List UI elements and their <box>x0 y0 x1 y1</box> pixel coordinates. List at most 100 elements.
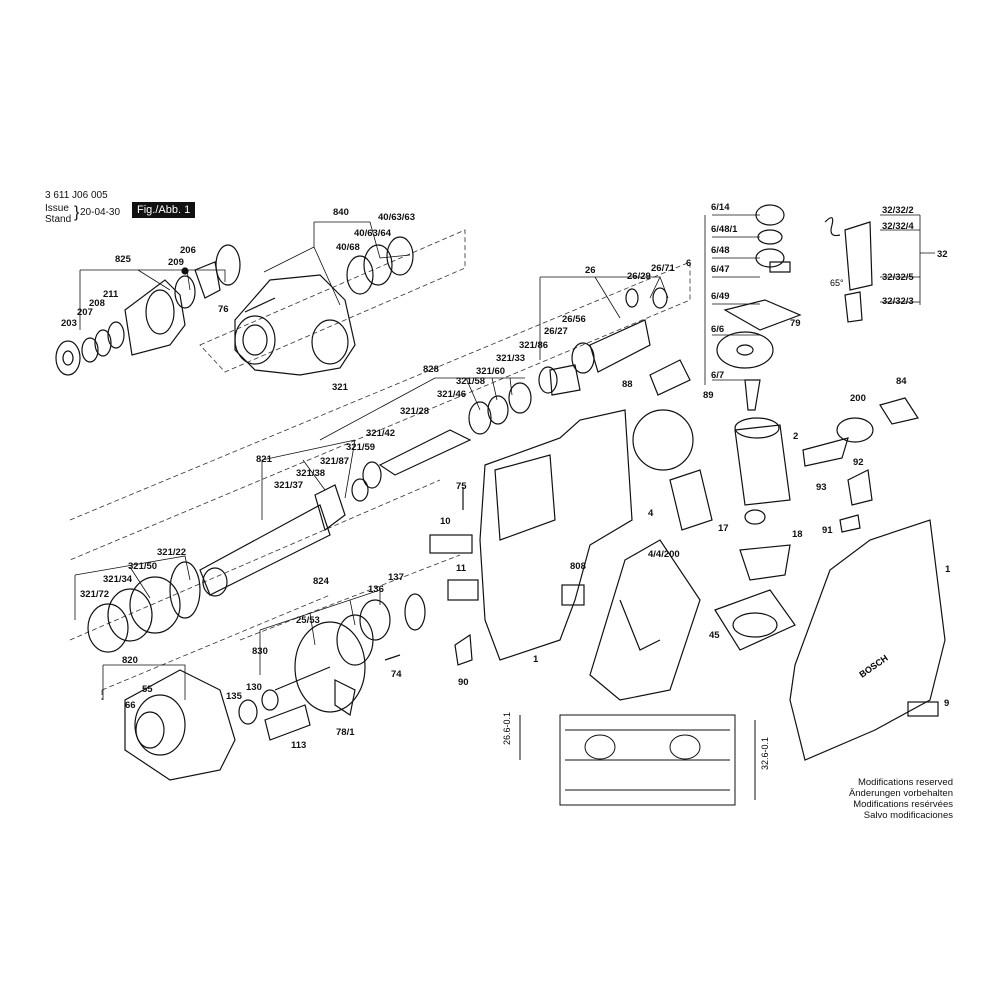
issue-label: Issue <box>45 203 69 214</box>
seal-66 <box>135 711 165 749</box>
callout-9: 9 <box>944 698 949 709</box>
callout-828: 828 <box>423 364 439 375</box>
label-808 <box>561 584 585 606</box>
shaft-830 <box>274 666 331 691</box>
callout-209: 209 <box>168 257 184 268</box>
wiring-4-4-200 <box>589 539 701 701</box>
callout-66: 66 <box>125 700 136 711</box>
callout-321-42: 321/42 <box>366 428 395 439</box>
bearing-17 <box>744 509 766 525</box>
callout-6-7: 6/7 <box>711 370 724 381</box>
callout-825: 825 <box>115 254 132 265</box>
callout-26-71: 26/71 <box>651 263 675 274</box>
callout-18: 18 <box>792 529 803 540</box>
callout-321-50: 321/50 <box>128 561 157 572</box>
o-ring-25-53 <box>294 621 366 713</box>
handle-housing-1 <box>789 519 946 761</box>
part-321-38 <box>314 484 346 532</box>
part-321-42 <box>362 461 382 489</box>
issue-date: 20-04-30 <box>80 207 121 218</box>
callout-6-49: 6/49 <box>711 291 730 302</box>
callout-10: 10 <box>440 516 451 527</box>
gear-135 <box>238 699 258 725</box>
callout-25-53: 25/53 <box>296 615 320 626</box>
lower-gear-group <box>124 593 426 781</box>
clip-18 <box>739 544 791 581</box>
callout-208: 208 <box>89 298 105 309</box>
switch-4 <box>669 469 713 531</box>
pin-26-29 <box>625 288 639 308</box>
callout-207: 207 <box>77 307 93 318</box>
clip-91 <box>839 514 861 533</box>
part-113 <box>264 704 311 741</box>
ring-209 <box>174 275 196 309</box>
header-brace: } <box>74 204 80 221</box>
gear-321-22 <box>169 561 201 619</box>
part-88 <box>649 359 691 396</box>
front-cap-203 <box>55 340 81 376</box>
callout-321-58: 321/58 <box>456 376 485 387</box>
lever-93 <box>802 437 849 467</box>
callout-17: 17 <box>718 523 729 534</box>
callout-321-59: 321/59 <box>346 442 375 453</box>
section-detail <box>519 714 756 806</box>
callout-92: 92 <box>853 457 864 468</box>
callout-11: 11 <box>456 563 467 574</box>
callout-32-32-3: 32/32/3 <box>882 296 914 307</box>
motor-2 <box>734 424 791 506</box>
brand-logo: BOSCH <box>857 653 889 680</box>
guide-lower <box>101 554 461 700</box>
label-11 <box>447 579 479 601</box>
callout-321-60: 321/60 <box>476 366 505 377</box>
note-fr: Modifications resérvées <box>853 799 953 810</box>
callout-26: 26 <box>585 265 596 276</box>
callout-88: 88 <box>622 379 633 390</box>
spring-sleeve <box>215 244 241 286</box>
part-321-33 <box>508 382 532 414</box>
callout-321-46: 321/46 <box>437 389 466 400</box>
handle-group <box>649 217 946 761</box>
callout-821: 821 <box>256 454 273 465</box>
callout-90: 90 <box>458 677 469 688</box>
dimension-right: 32.6-0.1 <box>760 737 770 770</box>
callout-4: 4 <box>648 508 654 519</box>
callout-79: 79 <box>790 318 801 329</box>
figure-label: Fig./Abb. 1 <box>132 202 196 218</box>
callout-32-32-2: 32/32/2 <box>882 205 914 216</box>
cover-45 <box>714 589 796 651</box>
callout-55: 55 <box>142 684 153 695</box>
callout-40-63-64: 40/63/64 <box>354 228 392 239</box>
guide-top-housing <box>199 229 466 373</box>
callout-6-48-1: 6/48/1 <box>711 224 738 235</box>
callout-26-56: 26/56 <box>562 314 586 325</box>
spindle-821 <box>199 504 331 596</box>
part-321-58 <box>468 401 492 435</box>
ring-207 <box>81 337 99 363</box>
callout-40-68: 40/68 <box>336 242 360 253</box>
callout-26-27: 26/27 <box>544 326 568 337</box>
callout-113: 113 <box>291 740 306 751</box>
switch-wiring-group <box>454 469 713 701</box>
callout-321-33: 321/33 <box>496 353 525 364</box>
bearing-130 <box>261 689 279 711</box>
callout-75: 75 <box>456 481 467 492</box>
gear-housing-820 <box>124 669 236 781</box>
ring-321-34 <box>107 588 153 642</box>
callout-32-32-5: 32/32/5 <box>882 272 914 283</box>
stand-label: Stand <box>45 214 72 225</box>
callout-135: 135 <box>226 691 243 702</box>
callout-91: 91 <box>822 525 833 536</box>
gear-train-group <box>87 287 668 653</box>
side-handle-32 <box>844 221 873 291</box>
callout-321-22: 321/22 <box>157 547 186 558</box>
angle-label: 65° <box>830 278 844 288</box>
callout-130: 130 <box>246 682 262 693</box>
bearing-40-63-64 <box>363 244 393 286</box>
dimension-left: 26.6-0.1 <box>502 712 512 745</box>
o-ring-55 <box>134 694 186 756</box>
callout-200: 200 <box>850 393 866 404</box>
callout-6-6: 6/6 <box>711 324 724 335</box>
motor-fan-group <box>714 204 802 651</box>
